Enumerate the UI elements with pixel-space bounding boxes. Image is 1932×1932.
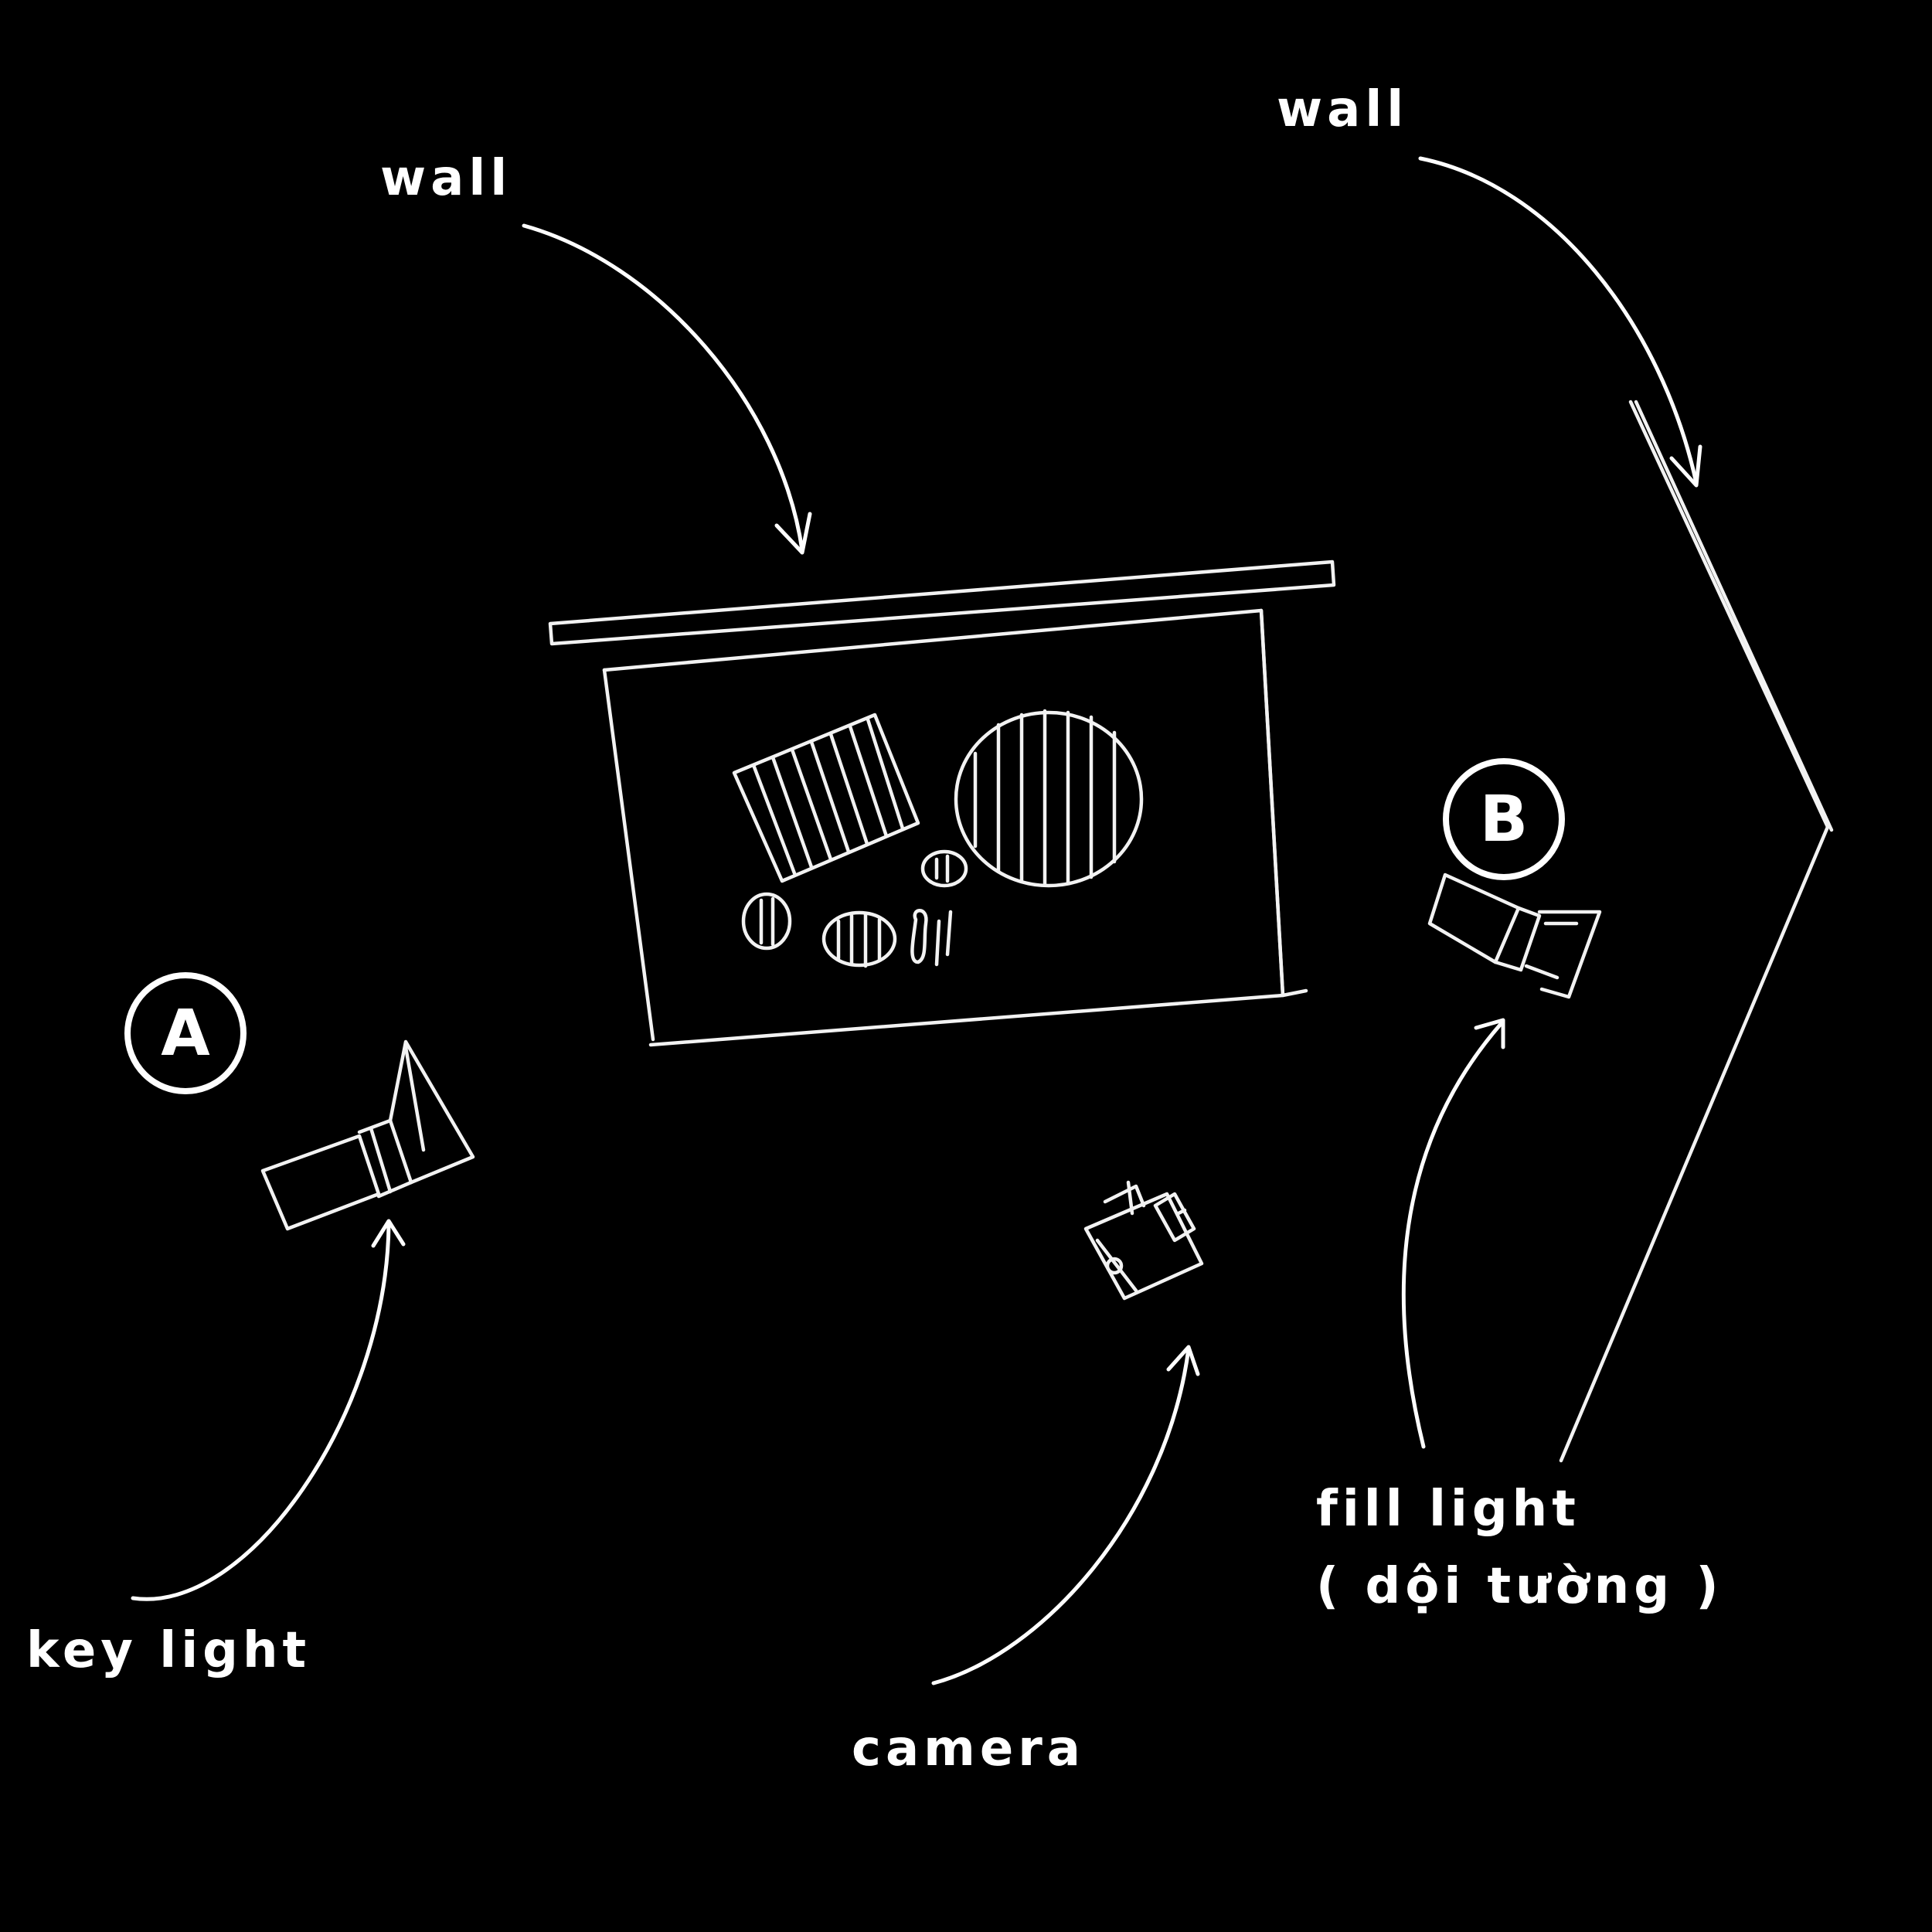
artwork-circle-shape [954, 709, 1144, 888]
marker-b: B [1443, 758, 1565, 880]
fill-light-label: fill light [1316, 1481, 1580, 1538]
arrow-key-light [131, 1219, 406, 1601]
framed-artwork [602, 608, 1308, 1047]
arrow-camera [931, 1345, 1200, 1685]
wall-label-top: wall [380, 150, 512, 207]
wall-label-right: wall [1277, 81, 1409, 138]
marker-a: A [124, 972, 247, 1094]
key-light-icon [260, 1039, 475, 1231]
arrow-wall-right [1418, 156, 1702, 488]
fill-light-icon [1427, 872, 1602, 999]
artwork-small-shapes [741, 849, 968, 968]
camera-icon [1083, 1180, 1204, 1301]
key-light-label: key light [26, 1622, 311, 1679]
fill-light-sublabel: ( dội tường ) [1316, 1558, 1723, 1615]
marker-a-letter: A [161, 996, 210, 1070]
camera-label: camera [852, 1720, 1085, 1777]
right-wall-line [1559, 400, 1834, 1463]
arrow-fill-light [1401, 1018, 1505, 1449]
top-wall-bar [548, 560, 1336, 646]
arrow-wall-top [522, 223, 812, 555]
marker-b-letter: B [1479, 782, 1529, 856]
artwork-diamond-shape [732, 713, 920, 883]
